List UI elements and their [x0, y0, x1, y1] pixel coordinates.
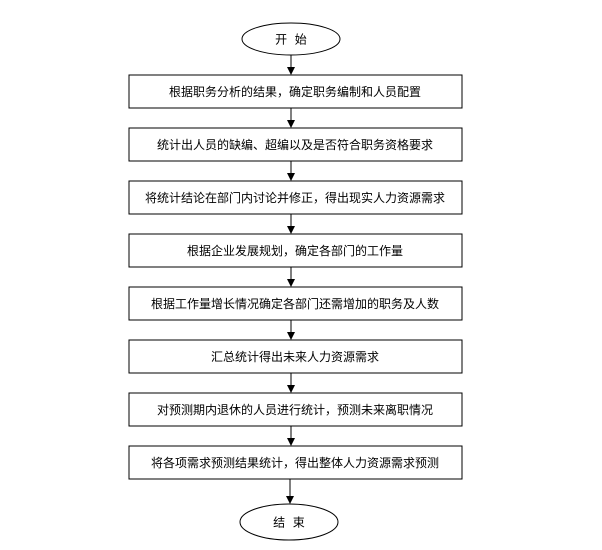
process-step-6: 汇总统计得出未来人力资源需求 — [128, 339, 463, 374]
start-node: 开 始 — [241, 22, 341, 56]
process-step-2: 统计出人员的缺编、超编以及是否符合职务资格要求 — [128, 127, 463, 162]
end-label: 结 束 — [273, 516, 305, 530]
arrowhead-5 — [287, 279, 295, 287]
process-step-2-label: 统计出人员的缺编、超编以及是否符合职务资格要求 — [157, 137, 433, 152]
process-step-4: 根据企业发展规划，确定各部门的工作量 — [128, 233, 463, 268]
arrowhead-6 — [287, 332, 295, 340]
end-node: 结 束 — [239, 503, 339, 541]
process-step-6-label: 汇总统计得出未来人力资源需求 — [211, 349, 379, 364]
process-step-5-label: 根据工作量增长情况确定各部门还需增加的职务及人数 — [151, 296, 439, 311]
arrowhead-2 — [287, 120, 295, 128]
connector-7 — [287, 373, 295, 393]
connector-8 — [287, 426, 295, 446]
process-step-5: 根据工作量增长情况确定各部门还需增加的职务及人数 — [128, 286, 463, 321]
process-step-8: 将各项需求预测结果统计，得出整体人力资源需求预测 — [128, 445, 463, 480]
connector-9 — [286, 479, 294, 504]
arrowhead-9 — [286, 496, 294, 504]
process-step-3: 将统计结论在部门内讨论并修正，得出现实人力资源需求 — [128, 180, 463, 215]
process-step-7: 对预测期内退休的人员进行统计，预测未来离职情况 — [128, 392, 463, 427]
process-step-1-label: 根据职务分析的结果，确定职务编制和人员配置 — [169, 84, 421, 99]
process-step-1: 根据职务分析的结果，确定职务编制和人员配置 — [128, 74, 463, 109]
arrowhead-4 — [287, 226, 295, 234]
arrowhead-8 — [287, 438, 295, 446]
connector-2 — [287, 108, 295, 128]
arrowhead-7 — [287, 385, 295, 393]
connector-1 — [287, 55, 295, 75]
start-label: 开 始 — [275, 33, 307, 47]
process-step-8-label: 将各项需求预测结果统计，得出整体人力资源需求预测 — [151, 455, 439, 470]
connector-3 — [287, 161, 295, 181]
arrowhead-1 — [287, 67, 295, 75]
connector-6 — [287, 320, 295, 340]
connector-4 — [287, 214, 295, 234]
process-step-7-label: 对预测期内退休的人员进行统计，预测未来离职情况 — [157, 402, 433, 417]
arrowhead-3 — [287, 173, 295, 181]
connector-5 — [287, 267, 295, 287]
process-step-3-label: 将统计结论在部门内讨论并修正，得出现实人力资源需求 — [145, 190, 445, 205]
process-step-4-label: 根据企业发展规划，确定各部门的工作量 — [187, 243, 403, 258]
